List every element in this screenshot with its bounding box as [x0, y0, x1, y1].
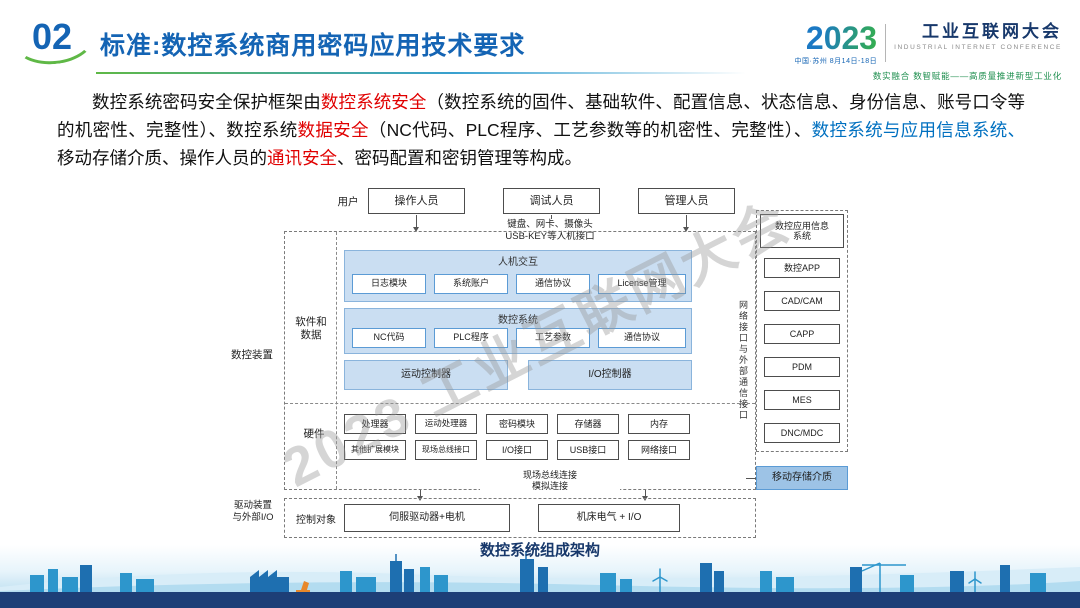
hmi-panel-title: 人机交互	[498, 257, 538, 268]
box-cad-cam: CAD/CAM	[764, 291, 840, 311]
city-skyline-decoration	[0, 545, 1080, 593]
box-io-interface: I/O接口	[486, 440, 548, 460]
arrow-down-icon	[413, 227, 419, 232]
box-mobile-storage: 移动存储介质	[756, 466, 848, 490]
logo-year: 2023	[795, 22, 877, 54]
box-plc-program: PLC程序	[434, 328, 508, 348]
cnc-device-label: 数控装置	[231, 349, 273, 361]
box-debugger: 调试人员	[503, 188, 600, 214]
logo-name-subtitle: INDUSTRIAL INTERNET CONFERENCE	[894, 44, 1062, 52]
box-pdm: PDM	[764, 357, 840, 377]
logo-tagline: 数实融合 数智赋能——高质量推进新型工业化	[872, 71, 1062, 81]
body-seg-6: 数控系统与应用信息系统、	[811, 120, 1026, 140]
hmi-interface-note: 键盘、网卡、摄像头 USB-KEY等人机接口	[470, 219, 630, 243]
box-fieldbus-interface: 现场总线接口	[415, 440, 477, 460]
box-storage: 存储器	[557, 414, 619, 434]
box-log-module: 日志模块	[352, 274, 426, 294]
box-io-controller: I/O控制器	[528, 360, 692, 390]
logo-name: 工业互联网大会	[922, 22, 1062, 41]
box-crypto-module: 密码模块	[486, 414, 548, 434]
box-process-params: 工艺参数	[516, 328, 590, 348]
box-servo-drive-motor: 伺服驱动器+电机	[344, 504, 510, 532]
logo-year-subtitle: 中国·苏州 8月14日-18日	[794, 58, 878, 65]
page-title: 标准:数控系统商用密码应用技术要求	[100, 32, 526, 60]
connector-line	[416, 215, 417, 228]
box-memory: 内存	[628, 414, 690, 434]
box-processor: 处理器	[344, 414, 406, 434]
bus-connection-note: 现场总线连接 模拟连接	[480, 470, 620, 493]
box-system-account: 系统账户	[434, 274, 508, 294]
box-other-modules: 其他扩展模块	[344, 440, 406, 460]
box-machine-electrics-io: 机床电气 + I/O	[538, 504, 680, 532]
bottom-navy-bar	[0, 592, 1080, 608]
cnc-panel-title: 数控系统	[498, 315, 538, 326]
connector-line	[686, 215, 687, 228]
hardware-label: 硬件	[303, 428, 325, 440]
box-capp: CAPP	[764, 324, 840, 344]
conference-logo: 2023 中国·苏州 8月14日-18日 工业互联网大会 INDUSTRIAL …	[795, 22, 1062, 82]
connector-line	[746, 478, 756, 479]
body-seg-8: 通讯安全	[267, 148, 337, 168]
body-seg-5: （NC代码、PLC程序、工艺参数等的机密性、完整性）、	[368, 120, 812, 140]
control-object-label: 控制对象	[296, 515, 336, 526]
connector-line	[645, 490, 646, 498]
box-app-info-system-title: 数控应用信息 系统	[760, 214, 844, 248]
inner-vertical-separator	[336, 232, 337, 489]
skyline-svg	[0, 551, 1080, 593]
box-operator: 操作人员	[368, 188, 465, 214]
header-divider	[96, 72, 746, 74]
software-hardware-separator	[285, 403, 755, 404]
body-seg-7: 移动存储介质、操作人员的	[57, 148, 267, 168]
connector-line	[420, 490, 421, 498]
box-motion-controller: 运动控制器	[344, 360, 508, 390]
box-usb-interface: USB接口	[557, 440, 619, 460]
box-license-mgmt: License管理	[598, 274, 686, 294]
control-object-container	[284, 498, 756, 538]
app-info-system-container	[756, 210, 848, 452]
box-mes: MES	[764, 390, 840, 410]
logo-name-block: 工业互联网大会 INDUSTRIAL INTERNET CONFERENCE	[894, 22, 1062, 51]
box-dnc-mdc: DNC/MDC	[764, 423, 840, 443]
box-network-interface: 网络接口	[628, 440, 690, 460]
section-number: 02	[32, 16, 73, 57]
external-network-note: 网络接口与外部通信接口	[738, 300, 748, 421]
software-data-label: 软件和 数据	[295, 316, 327, 342]
body-seg-2: 数控系统安全	[320, 92, 427, 112]
body-seg-1: 数控系统密码安全保护框架由	[92, 92, 321, 112]
body-seg-4: 数据安全	[297, 120, 369, 140]
box-manager: 管理人员	[638, 188, 735, 214]
body-seg-9: 、密码配置和密钥管理等构成。	[337, 148, 582, 168]
logo-top-row: 2023 中国·苏州 8月14日-18日 工业互联网大会 INDUSTRIAL …	[795, 22, 1062, 66]
box-comm-protocol-hmi: 通信协议	[516, 274, 590, 294]
box-comm-protocol-cnc: 通信协议	[598, 328, 686, 348]
body-seg-3: （数控系统的固件、基础软件、配置信息、状态信息、身份信息、账号口令等的机密性、完…	[57, 92, 1026, 140]
diagram-caption: 数控系统组成架构	[479, 542, 600, 559]
box-motion-processor: 运动处理器	[415, 414, 477, 434]
box-nc-code: NC代码	[352, 328, 426, 348]
user-label: 用户	[337, 196, 359, 208]
arrow-down-icon	[683, 227, 689, 232]
logo-divider	[885, 24, 887, 62]
box-cnc-app: 数控APP	[764, 258, 840, 278]
drive-external-io-label: 驱动装置 与外部I/O	[232, 500, 274, 523]
logo-year-block: 2023 中国·苏州 8月14日-18日	[795, 22, 878, 66]
body-paragraph: 数控系统密码安全保护框架由数控系统安全（数控系统的固件、基础软件、配置信息、状态…	[57, 88, 1025, 172]
